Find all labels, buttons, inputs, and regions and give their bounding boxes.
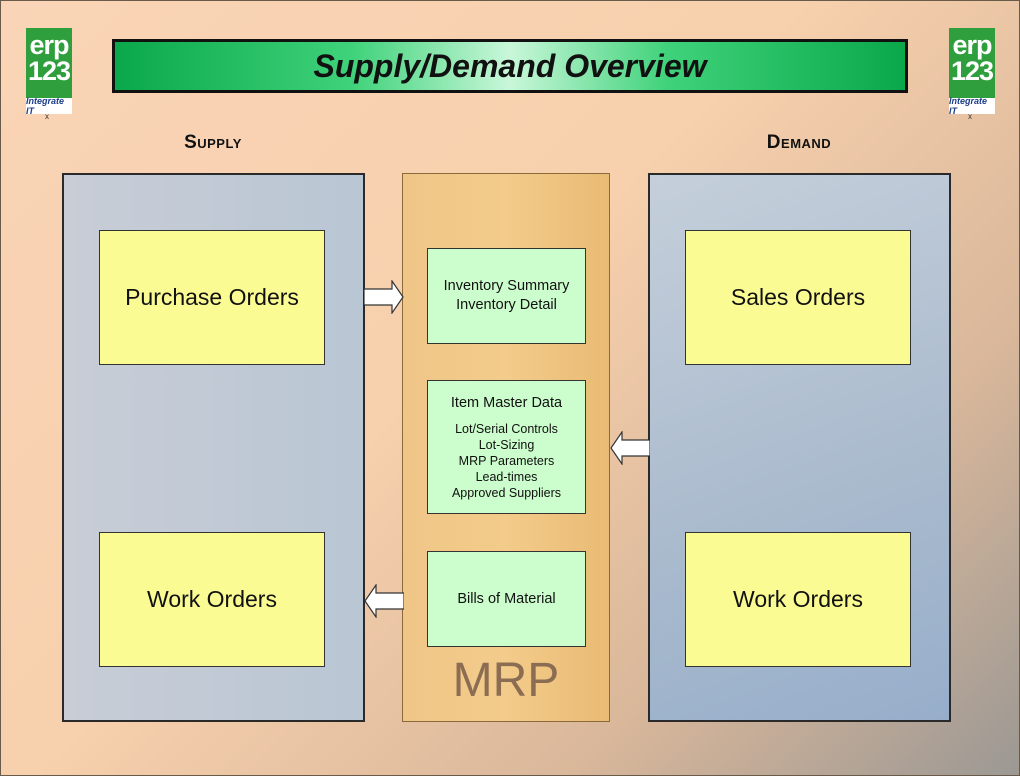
item-master-title: Item Master Data — [450, 394, 563, 411]
bills-of-material-box: Bills of Material — [427, 551, 586, 647]
mrp-label: MRP — [452, 654, 560, 707]
item-master-item: Approved Suppliers — [451, 485, 562, 500]
logo-text-123: 123 — [27, 56, 71, 86]
logo-text-erp: erp — [29, 30, 69, 60]
item-master-item: Lot/Serial Controls — [455, 421, 558, 436]
demand-heading: Demand — [766, 132, 832, 153]
item-master-box: Item Master Data Lot/Serial Controls Lot… — [427, 380, 586, 514]
demand-work-orders-box: Work Orders — [685, 532, 911, 667]
item-master-item: Lot-Sizing — [478, 437, 535, 452]
arrow-left-icon — [610, 431, 650, 465]
inventory-summary-label: Inventory Summary — [443, 278, 570, 294]
arrow-right-icon — [364, 280, 404, 314]
item-master-item: MRP Parameters — [458, 453, 555, 468]
logo-mark: x — [45, 112, 49, 121]
logo-mark: x — [968, 112, 972, 121]
logo-text-123: 123 — [950, 56, 994, 86]
item-master-item: Lead-times — [475, 469, 538, 484]
erp123-logo-right: erp 123 Integrate IT x — [949, 28, 995, 121]
inventory-detail-label: Inventory Detail — [456, 297, 557, 313]
purchase-orders-box: Purchase Orders — [99, 230, 325, 365]
page-title: Supply/Demand Overview — [112, 39, 908, 93]
logo-tagline: Integrate IT — [949, 96, 995, 116]
sales-orders-box: Sales Orders — [685, 230, 911, 365]
inventory-box: Inventory Summary Inventory Detail — [427, 248, 586, 344]
supply-heading: Supply — [184, 132, 242, 153]
logo-tagline: Integrate IT — [26, 96, 72, 116]
erp123-logo-left: erp 123 Integrate IT x — [26, 28, 72, 121]
supply-work-orders-box: Work Orders — [99, 532, 325, 667]
arrow-left-icon — [364, 584, 404, 618]
logo-text-erp: erp — [952, 30, 992, 60]
